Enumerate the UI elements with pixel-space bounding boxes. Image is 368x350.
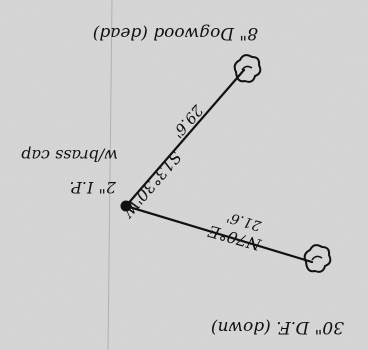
dogwood-tree-icon xyxy=(233,54,262,83)
corner-marker xyxy=(120,200,132,212)
upper-tie-line xyxy=(124,68,246,208)
corner-stone-label: 2" I.P. xyxy=(69,178,117,197)
bottom-tree-label: 30" D.F. (down) xyxy=(211,317,344,337)
guide-line xyxy=(107,0,113,350)
top-tree-label: 8" Dogwood (dead) xyxy=(93,23,258,43)
corner-note-label: w/brass cap xyxy=(21,146,118,165)
lower-tie-line xyxy=(124,204,314,264)
fir-tree-icon xyxy=(303,244,332,273)
